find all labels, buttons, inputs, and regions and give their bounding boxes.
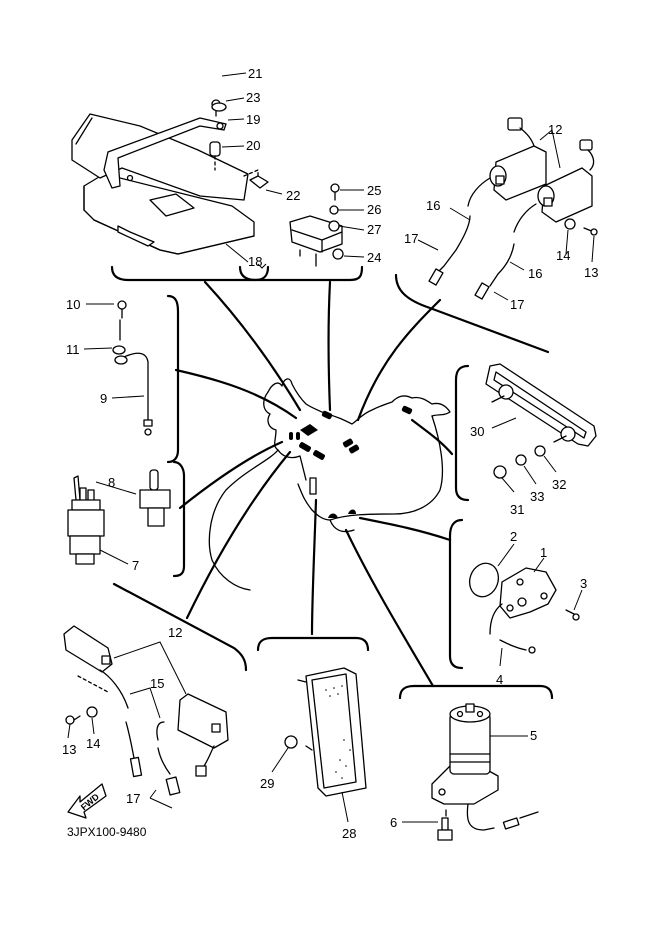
ground-lead-group: 10 11 9	[66, 297, 153, 436]
callout-6: 6	[390, 815, 397, 830]
callout-17: 17	[510, 297, 524, 312]
switches-group: 8 7	[67, 469, 171, 573]
callout-29: 29	[260, 776, 274, 791]
callout-17: 17	[126, 791, 140, 806]
callout-17: 17	[404, 231, 418, 246]
callout-1: 1	[540, 545, 547, 560]
callout-20: 20	[246, 138, 260, 153]
callout-4: 4	[496, 672, 503, 687]
callout-27: 27	[367, 222, 381, 237]
callout-7: 7	[132, 558, 139, 573]
group-brackets	[110, 265, 554, 700]
callout-30: 30	[470, 424, 484, 439]
fwd-arrow-icon: FWD	[67, 783, 107, 819]
pickup-coil-group: 2 1 3 4	[468, 529, 587, 687]
callout-18: 18	[248, 254, 262, 269]
callout-26: 26	[367, 202, 381, 217]
drawing-code: 3JPX100-9480	[67, 825, 147, 839]
callout-14: 14	[556, 248, 570, 263]
callout-10: 10	[66, 297, 80, 312]
solenoid-group: 5 6	[390, 703, 539, 841]
motorcycle-frame-outline	[208, 378, 451, 591]
relay-group: 25 26 27 24	[289, 183, 381, 267]
callout-13: 13	[62, 742, 76, 757]
ignition-coils-left-group: 12 15 13 14 17	[62, 625, 229, 809]
callout-8: 8	[108, 475, 115, 490]
callout-33: 33	[530, 489, 544, 504]
callout-9: 9	[100, 391, 107, 406]
callout-3: 3	[580, 576, 587, 591]
callout-22: 22	[286, 188, 300, 203]
cdi-callouts: 21 23 19 20 22 18	[221, 66, 300, 269]
callout-14: 14	[86, 736, 100, 751]
callout-12: 12	[548, 122, 562, 137]
callout-23: 23	[246, 90, 260, 105]
callout-32: 32	[552, 477, 566, 492]
callout-21: 21	[248, 66, 262, 81]
callout-28: 28	[342, 826, 356, 841]
cdi-unit-group	[71, 99, 269, 255]
ignition-coils-right-group: 12 16 17 16 17 14 13	[404, 117, 598, 312]
callout-25: 25	[367, 183, 381, 198]
group-connector-lines	[174, 280, 454, 688]
side-reflector-group: 30 31 33 32	[470, 363, 597, 517]
callout-31: 31	[510, 502, 524, 517]
callout-2: 2	[510, 529, 517, 544]
callout-12: 12	[168, 625, 182, 640]
callout-24: 24	[367, 250, 381, 265]
callout-5: 5	[530, 728, 537, 743]
callout-15: 15	[150, 676, 164, 691]
callout-16: 16	[426, 198, 440, 213]
callout-16: 16	[528, 266, 542, 281]
callout-19: 19	[246, 112, 260, 127]
rear-reflector-group: 29 28	[260, 667, 367, 841]
callout-13: 13	[584, 265, 598, 280]
callout-11: 11	[66, 342, 80, 357]
